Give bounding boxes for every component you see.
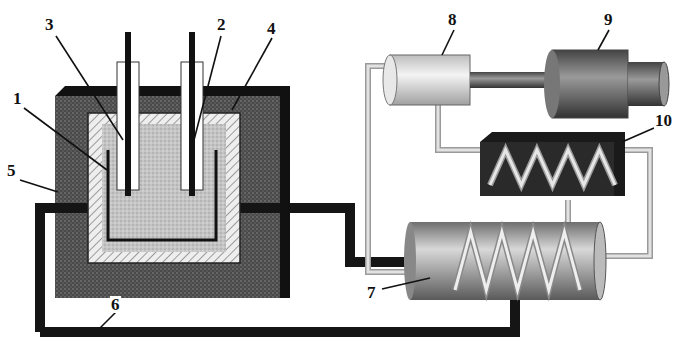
callout-number: 3 bbox=[44, 16, 55, 33]
coil-winding bbox=[490, 150, 615, 185]
coil-winding bbox=[455, 232, 580, 290]
callout-number: 2 bbox=[216, 16, 227, 33]
coil-winding bbox=[455, 232, 580, 290]
callout-number: 9 bbox=[603, 11, 614, 28]
callout-number: 10 bbox=[654, 112, 673, 129]
callout-number: 8 bbox=[447, 11, 458, 28]
callout-number: 6 bbox=[110, 296, 121, 313]
callout-number: 4 bbox=[266, 20, 277, 37]
callout-number: 5 bbox=[6, 162, 17, 179]
callout-number: 1 bbox=[12, 90, 23, 107]
coil-winding bbox=[490, 150, 615, 185]
callout-number: 7 bbox=[366, 284, 377, 301]
